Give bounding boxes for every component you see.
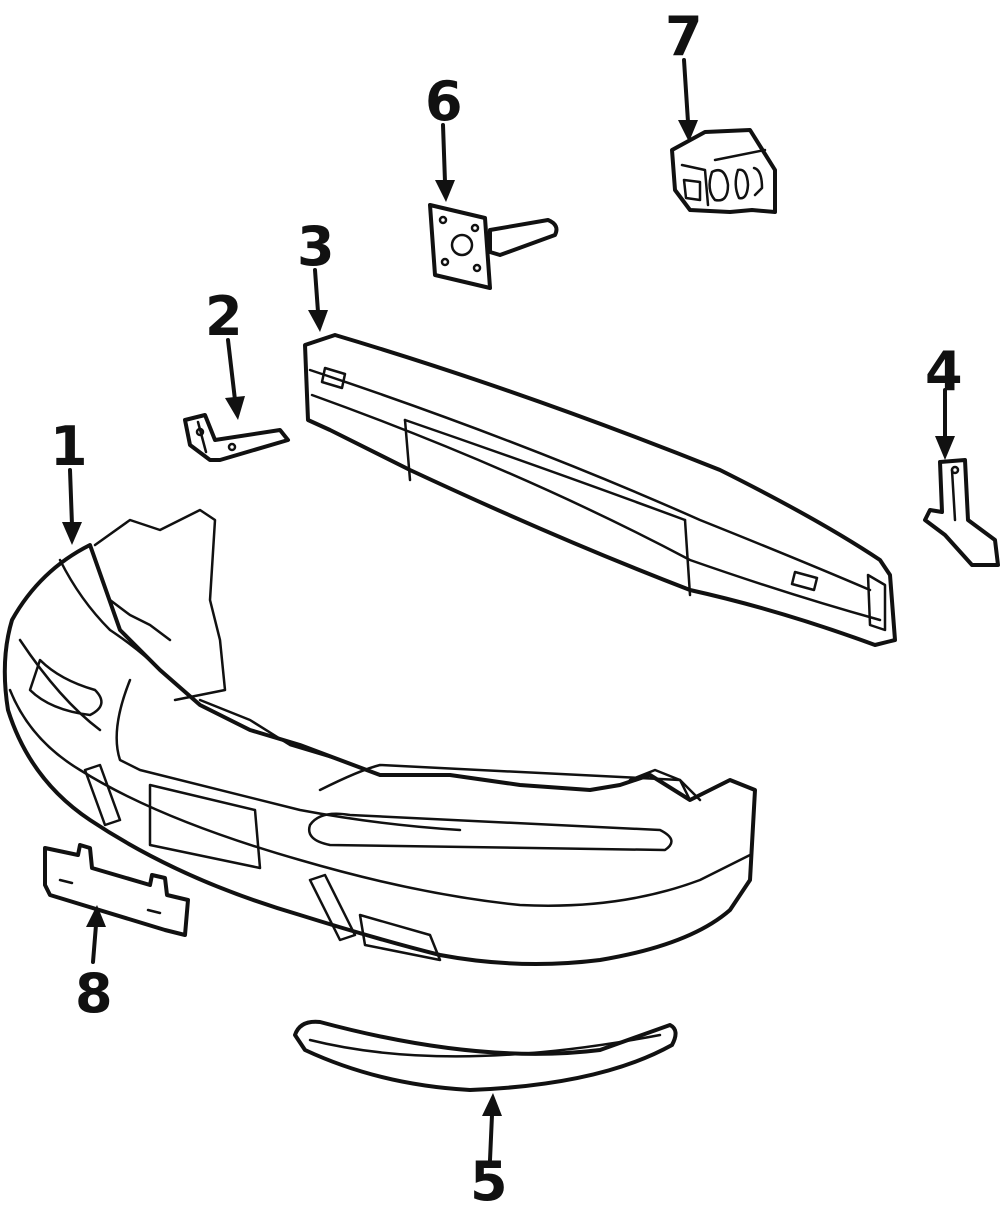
arrow-3 [313, 268, 320, 314]
license-bracket [43, 843, 190, 937]
arrow-1 [68, 468, 74, 527]
callout-labels: 1 2 3 4 5 6 7 8 [50, 5, 963, 1209]
callout-1: 1 [50, 415, 88, 478]
bracket-left [183, 413, 290, 462]
callout-5: 5 [470, 1150, 508, 1209]
headlamp-bracket [428, 203, 559, 290]
lower-molding [293, 1019, 678, 1092]
bumper-reinforcement [303, 333, 897, 647]
callout-arrows [62, 58, 955, 1162]
arrow-8 [91, 923, 98, 964]
bracket-right [923, 458, 1000, 567]
callout-4: 4 [925, 340, 963, 403]
callout-3: 3 [297, 215, 335, 278]
callout-6: 6 [425, 70, 463, 133]
callout-8: 8 [75, 962, 113, 1025]
arrow-2 [226, 338, 237, 402]
callout-7: 7 [665, 5, 703, 68]
bumper-cover [2, 508, 757, 966]
arrow-7 [682, 58, 690, 124]
mount-bracket [670, 128, 777, 214]
arrow-6 [441, 123, 447, 184]
callout-2: 2 [205, 285, 243, 348]
arrow-5 [488, 1113, 494, 1162]
